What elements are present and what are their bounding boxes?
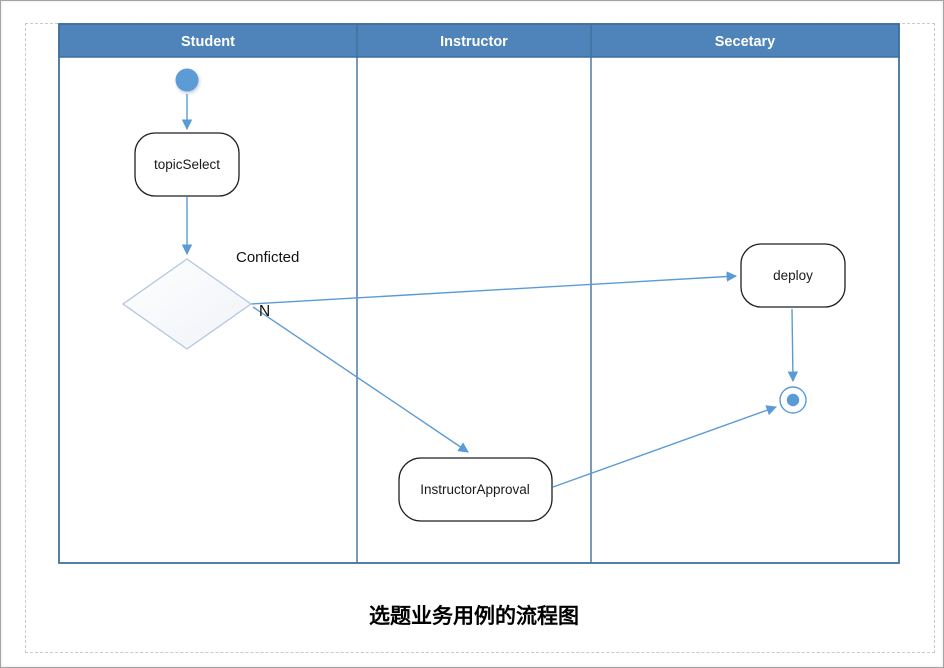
topicselect-shape — [134, 132, 240, 197]
diagram-caption: 选题业务用例的流程图 — [369, 604, 579, 628]
final-node-dot — [786, 393, 800, 407]
swimlane-table: Student Instructor Secetary — [58, 23, 900, 564]
lane-label-student: Student — [181, 34, 235, 50]
decision-node-conficted[interactable]: Conficted N — [121, 249, 299, 350]
start-node[interactable] — [175, 68, 199, 92]
activity-node-topicselect[interactable]: topicSelect — [134, 132, 240, 197]
final-node[interactable] — [779, 386, 807, 414]
topicselect-label: topicSelect — [154, 157, 220, 172]
edge-instructorapproval-to-final — [552, 405, 777, 488]
activity-node-instructorapproval[interactable]: InstructorApproval — [398, 457, 553, 522]
instructorapproval-label: InstructorApproval — [420, 482, 530, 497]
deploy-label: deploy — [773, 268, 813, 283]
activity-node-deploy[interactable]: deploy — [740, 243, 846, 308]
initial-node-circle — [175, 68, 199, 92]
instructorapproval-shape — [398, 457, 553, 522]
lane-label-instructor: Instructor — [440, 34, 508, 50]
edge-decision-to-instructorapproval — [252, 306, 469, 453]
decision-branch-n-label: N — [259, 303, 270, 320]
decision-diamond — [121, 258, 253, 350]
edge-deploy-to-final — [787, 308, 799, 383]
decision-condition-label: Conficted — [236, 249, 299, 266]
lane-label-secetary: Secetary — [715, 34, 775, 50]
edges — [181, 94, 799, 488]
edge-decision-to-deploy — [250, 271, 738, 305]
swimlane-frame — [58, 23, 900, 564]
deploy-shape — [740, 243, 846, 308]
